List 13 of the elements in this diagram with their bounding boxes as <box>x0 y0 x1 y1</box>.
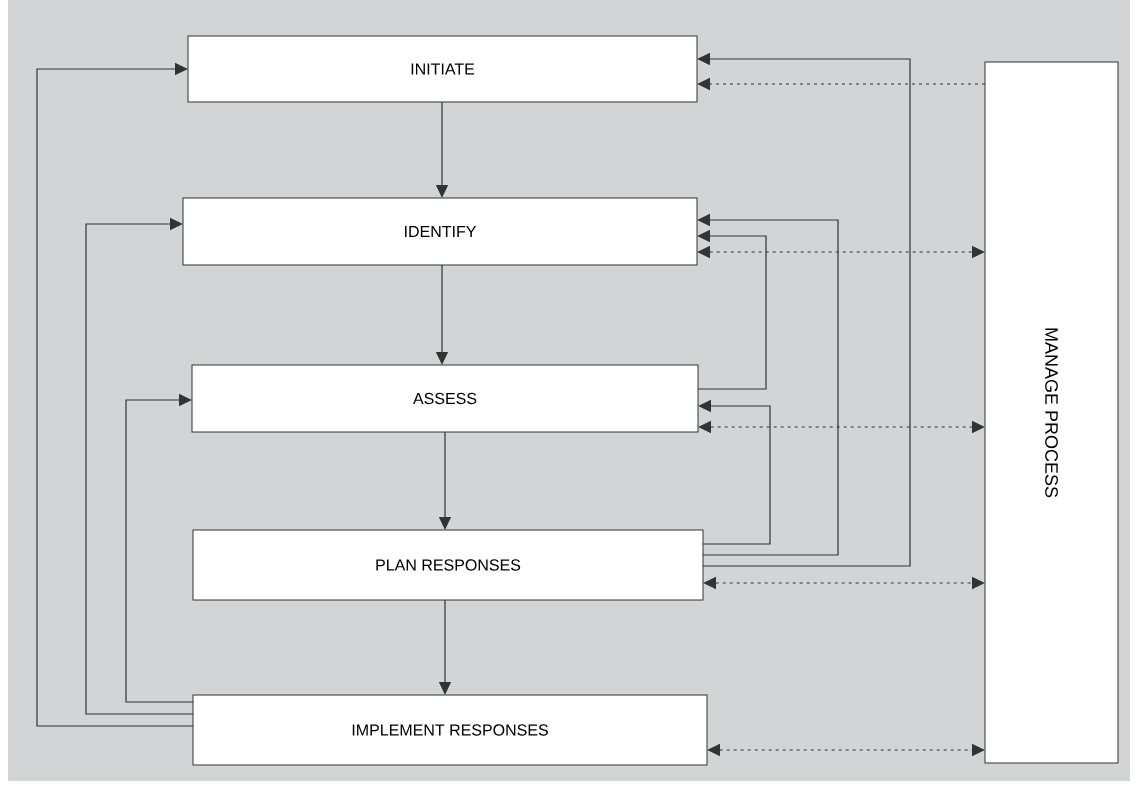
process-box: PLAN RESPONSES <box>192 529 704 601</box>
arrow <box>125 393 194 703</box>
dotted-arrow <box>697 245 985 259</box>
side-panel: MANAGE PROCESS <box>984 61 1119 764</box>
process-box: ASSESS <box>191 364 699 433</box>
process-box: INITIATE <box>187 35 698 103</box>
arrow <box>85 217 194 715</box>
process-box: IDENTIFY <box>182 197 698 266</box>
dotted-arrow <box>707 743 985 757</box>
dotted-arrow <box>698 420 985 434</box>
arrow <box>36 62 194 727</box>
process-box: IMPLEMENT RESPONSES <box>192 694 708 766</box>
dotted-arrow <box>703 576 985 590</box>
